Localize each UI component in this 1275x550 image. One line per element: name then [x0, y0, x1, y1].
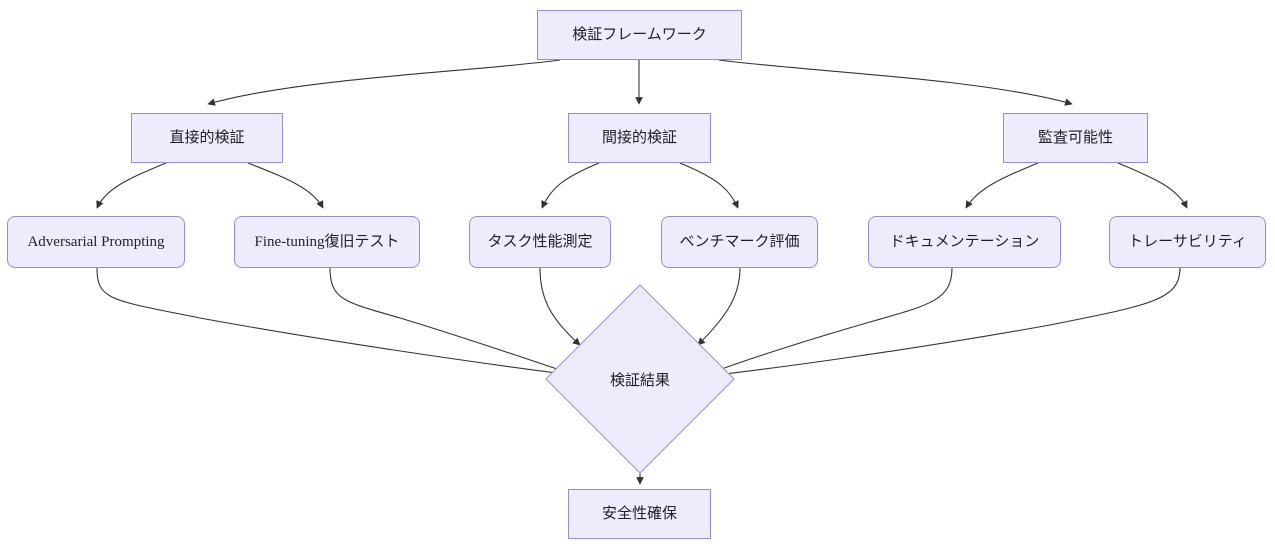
edge-indirect-benchmark — [679, 162, 739, 209]
edge-traceability-result — [707, 267, 1181, 380]
edge-finetuning-result — [329, 267, 573, 376]
node-verification-result[interactable]: 検証結果 — [545, 284, 735, 474]
edge-adversarial-result — [96, 267, 573, 378]
edge-documentation-result — [707, 267, 953, 376]
node-auditability[interactable]: 監査可能性 — [1003, 113, 1148, 163]
edge-auditability-documentation — [965, 162, 1039, 209]
edge-direct-adversarial — [96, 162, 167, 209]
node-safety-assurance[interactable]: 安全性確保 — [568, 489, 711, 539]
edge-auditability-traceability — [1117, 162, 1188, 209]
node-task-performance-measurement[interactable]: タスク性能測定 — [469, 216, 611, 268]
node-direct-verification[interactable]: 直接的検証 — [131, 113, 283, 163]
node-documentation[interactable]: ドキュメンテーション — [868, 216, 1061, 268]
edge-taskperf-result — [539, 267, 581, 346]
edge-root-direct — [207, 59, 561, 106]
edge-root-auditability — [718, 59, 1073, 106]
node-finetuning-recovery-test[interactable]: Fine-tuning復旧テスト — [234, 216, 420, 268]
diamond-label: 検証結果 — [609, 372, 670, 389]
edge-benchmark-result — [697, 267, 741, 346]
edge-direct-finetuning — [247, 162, 324, 209]
node-indirect-verification[interactable]: 間接的検証 — [568, 113, 711, 163]
node-adversarial-prompting[interactable]: Adversarial Prompting — [7, 216, 185, 268]
node-root[interactable]: 検証フレームワーク — [537, 10, 742, 60]
edge-indirect-taskperf — [541, 162, 600, 209]
node-traceability[interactable]: トレーサビリティ — [1109, 216, 1266, 268]
node-benchmark-evaluation[interactable]: ベンチマーク評価 — [661, 216, 818, 268]
